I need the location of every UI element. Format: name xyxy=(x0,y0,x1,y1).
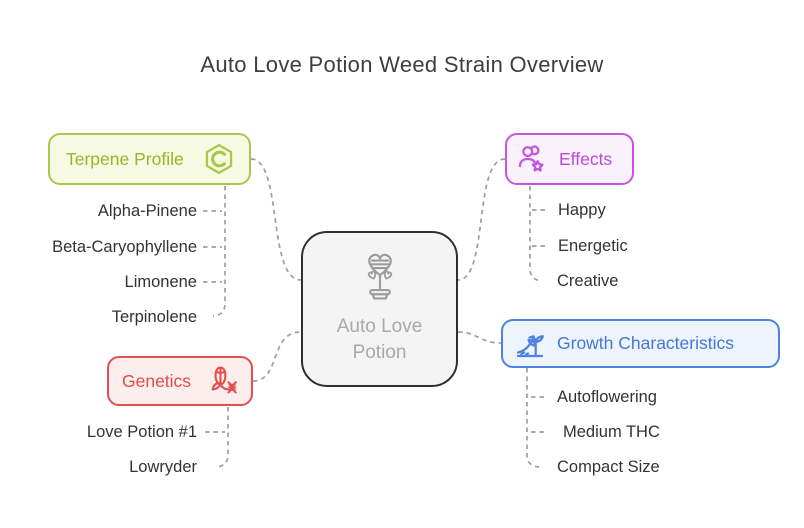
category-label: Effects xyxy=(559,148,613,169)
center-node: Auto Love Potion xyxy=(301,231,458,387)
list-item-limonene: Limonene xyxy=(124,273,197,291)
category-label: Genetics xyxy=(122,370,192,391)
list-item-autoflowering: Autoflowering xyxy=(557,388,657,406)
category-label: Terpene Profile xyxy=(66,148,184,169)
center-node-label: Auto Love Potion xyxy=(336,316,423,363)
list-item-love-potion-1: Love Potion #1 xyxy=(86,423,197,441)
category-label: Growth Characteristics xyxy=(557,333,734,353)
list-item-medium-thc: Medium THC xyxy=(563,423,660,441)
list-item-lowryder: Lowryder xyxy=(129,458,197,476)
list-item-alpha-pinene: Alpha-Pinene xyxy=(97,202,197,220)
sprout-growth-arrow-icon xyxy=(513,327,547,361)
category-terpene-profile: Terpene Profile xyxy=(48,133,251,185)
category-effects: Effects xyxy=(505,133,634,185)
list-item-creative: Creative xyxy=(557,272,619,290)
page-title: Auto Love Potion Weed Strain Overview xyxy=(200,52,604,77)
category-genetics: Genetics xyxy=(107,356,253,406)
list-item-compact-size: Compact Size xyxy=(557,458,660,476)
heart-flower-pot-icon xyxy=(349,247,411,310)
list-item-energetic: Energetic xyxy=(558,237,628,255)
corn-dna-icon xyxy=(207,364,241,398)
list-item-terpinolene: Terpinolene xyxy=(111,308,197,326)
list-item-beta-caryophyllene: Beta-Caryophyllene xyxy=(52,238,197,256)
hexagon-c-molecule-icon xyxy=(202,142,236,176)
list-item-happy: Happy xyxy=(558,201,606,219)
users-star-icon xyxy=(515,142,549,176)
category-growth-characteristics: Growth Characteristics xyxy=(501,319,780,368)
